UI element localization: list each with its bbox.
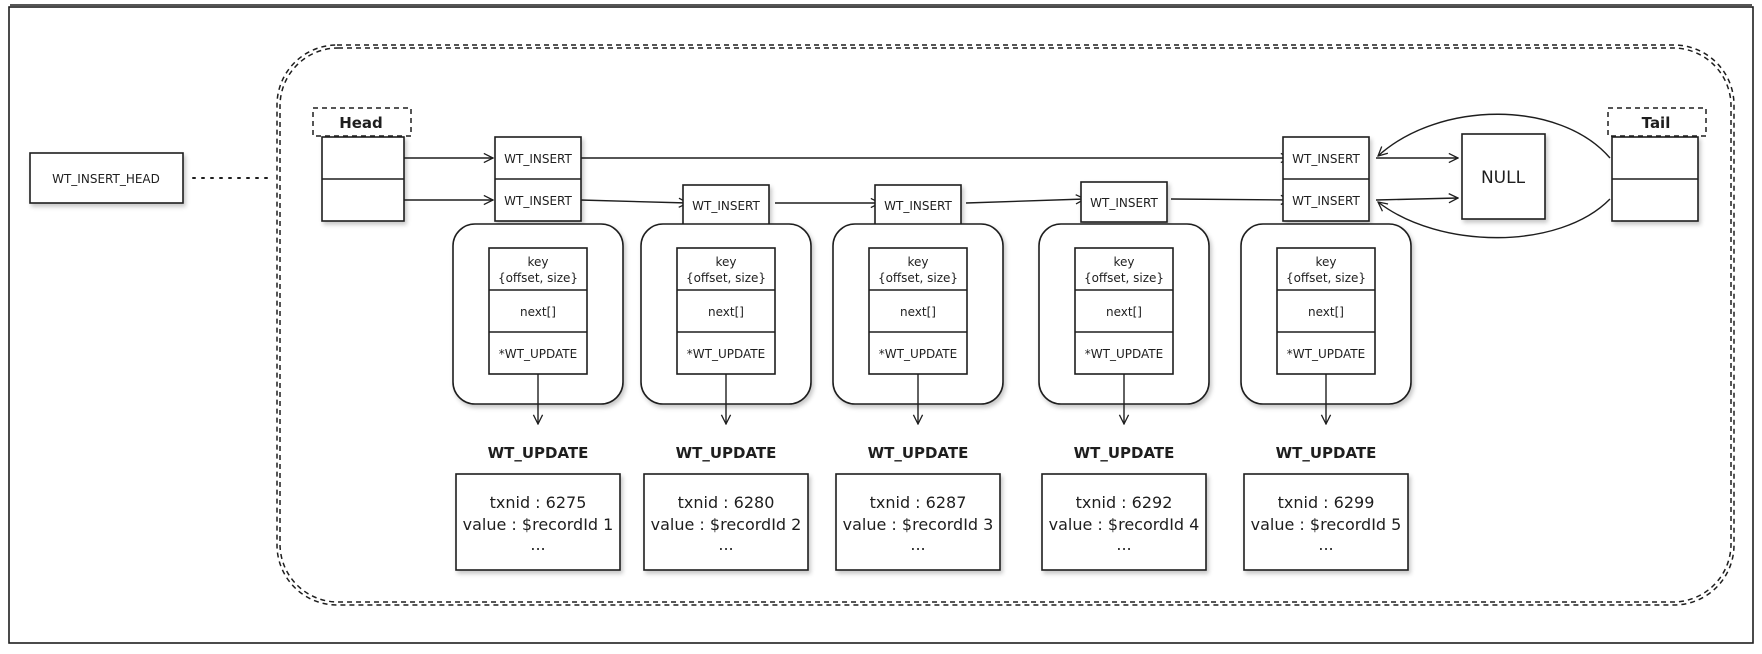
skiplist-container-sketch	[279, 47, 1732, 603]
entry-key-detail: {offset, size}	[1084, 271, 1164, 285]
skiplist-container	[276, 44, 1735, 606]
update-more: ...	[910, 535, 925, 554]
entry-update-ptr-label: *WT_UPDATE	[879, 347, 957, 361]
tail-level1-backlink	[1378, 113, 1611, 159]
update-more: ...	[1318, 535, 1333, 554]
level0-to-null-arrow	[1375, 198, 1458, 200]
wt-insert-label-level1: WT_INSERT	[1292, 152, 1360, 166]
wt-insert-head-box	[29, 152, 184, 204]
entry-key-label: key	[1113, 255, 1134, 269]
entry-field-table	[676, 247, 776, 375]
entry-key-label: key	[715, 255, 736, 269]
update-txnid: txnid : 6299	[1278, 493, 1375, 512]
wt-insert-label: WT_INSERT	[692, 199, 760, 213]
entry-key-detail: {offset, size}	[878, 271, 958, 285]
entry-next-label: next[]	[900, 305, 936, 319]
wt-update-title: WT_UPDATE	[868, 444, 969, 462]
entry-key-detail: {offset, size}	[1286, 271, 1366, 285]
wt-update-box	[455, 473, 621, 571]
update-value: value : $recordId 2	[651, 515, 802, 534]
wt-insert-label-level1: WT_INSERT	[504, 152, 572, 166]
wt-insert-label: WT_INSERT	[1090, 196, 1158, 210]
update-more: ...	[718, 535, 733, 554]
entry-update-ptr-label: *WT_UPDATE	[1287, 347, 1365, 361]
entry-field-table	[1276, 247, 1376, 375]
entry-key-detail: {offset, size}	[498, 271, 578, 285]
wt-insert-head-label: WT_INSERT_HEAD	[52, 172, 160, 186]
wt-insert-node	[874, 184, 962, 226]
head-label: Head	[339, 114, 383, 132]
entry-next-label: next[]	[1308, 305, 1344, 319]
update-txnid: txnid : 6292	[1076, 493, 1173, 512]
wt-update-box	[643, 473, 809, 571]
head-label-box	[312, 107, 412, 137]
update-value: value : $recordId 4	[1049, 515, 1200, 534]
entry-update-ptr-label: *WT_UPDATE	[499, 347, 577, 361]
wt-update-title: WT_UPDATE	[676, 444, 777, 462]
wt-update-box	[1041, 473, 1207, 571]
entry-key-label: key	[527, 255, 548, 269]
level0-arrow-1	[579, 200, 688, 203]
wt-insert-node	[1080, 181, 1168, 223]
wt-update-box	[835, 473, 1001, 571]
entry-key-detail: {offset, size}	[686, 271, 766, 285]
entry-key-label: key	[1315, 255, 1336, 269]
entry-update-ptr-label: *WT_UPDATE	[1085, 347, 1163, 361]
wt-insert-label-level0: WT_INSERT	[1292, 194, 1360, 208]
null-box	[1461, 133, 1546, 220]
update-more: ...	[1116, 535, 1131, 554]
update-txnid: txnid : 6287	[870, 493, 967, 512]
wt-update-title: WT_UPDATE	[1276, 444, 1377, 462]
level0-arrow-3	[965, 199, 1085, 203]
update-txnid: txnid : 6280	[678, 493, 775, 512]
update-value: value : $recordId 1	[463, 515, 614, 534]
wt-update-title: WT_UPDATE	[1074, 444, 1175, 462]
tail-level0-backlink	[1378, 198, 1611, 239]
entry-next-label: next[]	[708, 305, 744, 319]
outer-frame	[8, 6, 1754, 644]
wt-update-box	[1243, 473, 1409, 571]
tail-label-box	[1607, 107, 1707, 137]
entry-update-ptr-label: *WT_UPDATE	[687, 347, 765, 361]
null-label: NULL	[1481, 168, 1526, 188]
wt-insert-label: WT_INSERT	[884, 199, 952, 213]
tail-label: Tail	[1642, 114, 1671, 132]
level0-arrow-4	[1170, 199, 1290, 200]
update-more: ...	[530, 535, 545, 554]
update-value: value : $recordId 5	[1251, 515, 1402, 534]
wt-update-title: WT_UPDATE	[488, 444, 589, 462]
entry-field-table	[868, 247, 968, 375]
entry-key-label: key	[907, 255, 928, 269]
wt-insert-label-level0: WT_INSERT	[504, 194, 572, 208]
entry-next-label: next[]	[520, 305, 556, 319]
update-txnid: txnid : 6275	[490, 493, 587, 512]
update-value: value : $recordId 3	[843, 515, 994, 534]
entry-next-label: next[]	[1106, 305, 1142, 319]
